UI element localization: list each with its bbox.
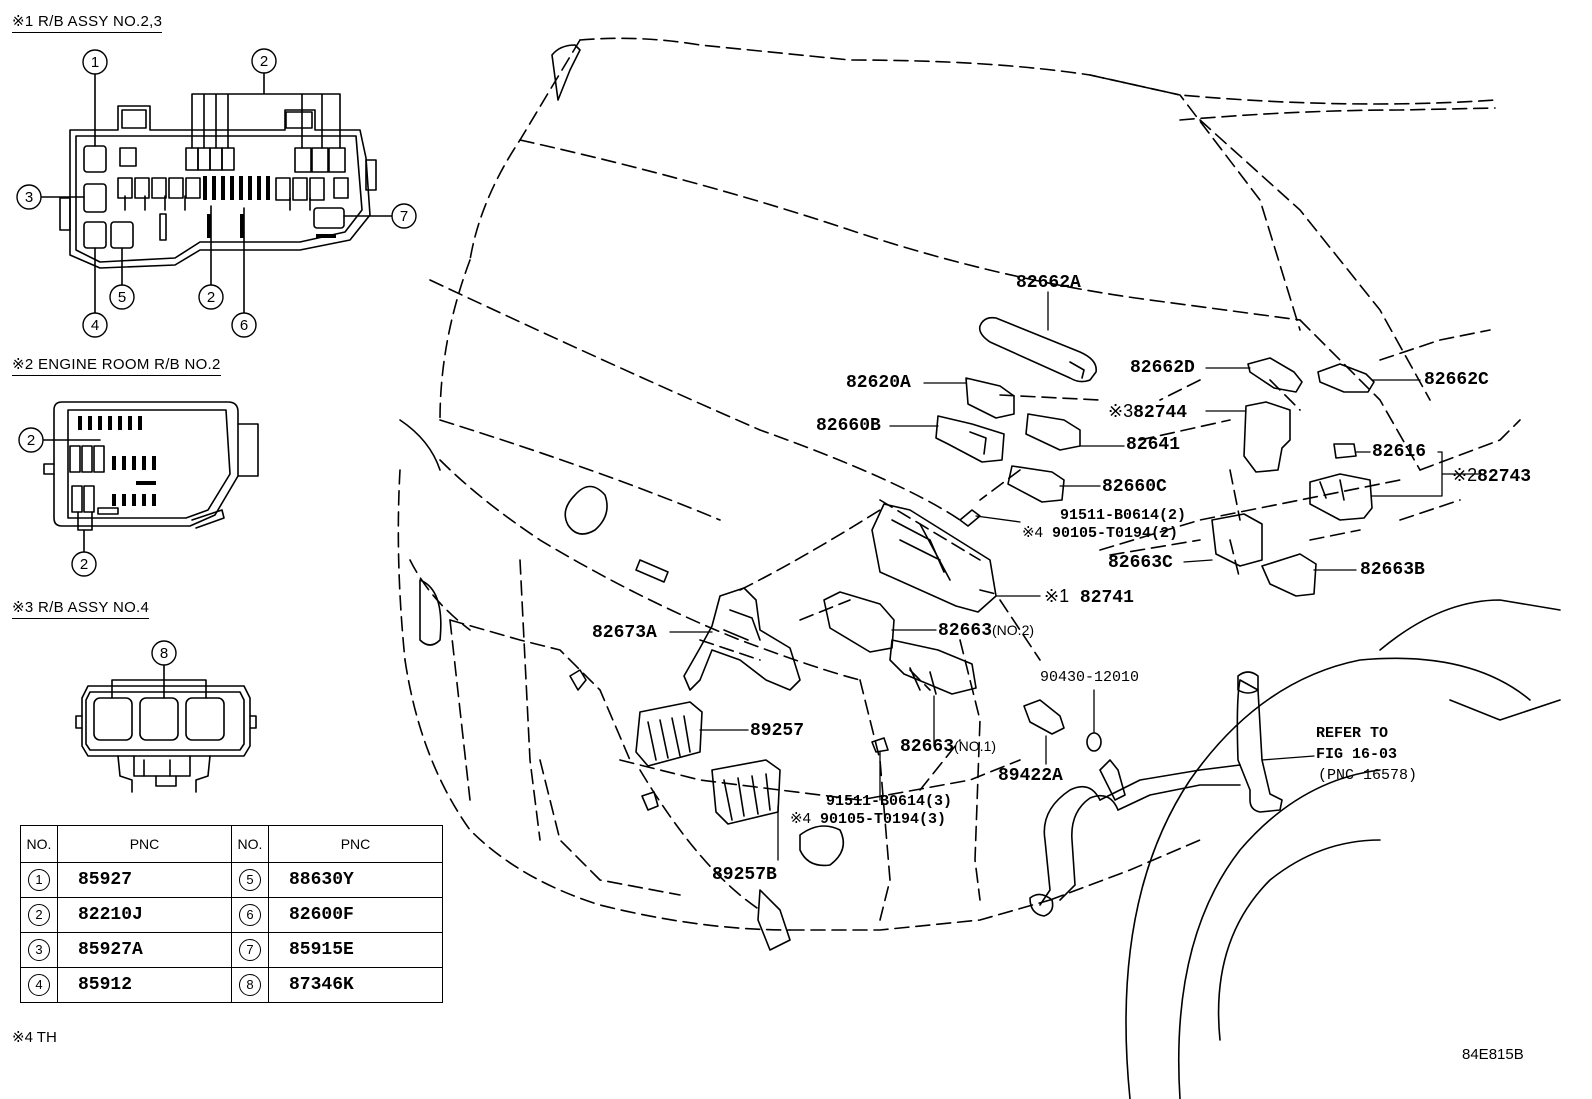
row-number: 3	[28, 939, 50, 961]
label-82743: ※282743	[1452, 465, 1532, 487]
note-mark-2: ※2	[1452, 465, 1478, 485]
row-number: 4	[28, 974, 50, 996]
callout-4: 4	[82, 312, 108, 338]
label-82641: 82641	[1126, 435, 1181, 455]
row-number: 2	[28, 904, 50, 926]
label-89257B: 89257B	[712, 865, 777, 885]
row-number: 6	[239, 904, 261, 926]
header-no: NO.	[231, 825, 269, 863]
label-90105-T0194-3: ※4 90105-T0194(3)	[790, 810, 946, 828]
section-title-rb-no4: ※3 R/B ASSY NO.4	[12, 598, 150, 619]
label-82662D: 82662D	[1130, 358, 1195, 378]
svg-text:2: 2	[207, 289, 215, 306]
callout-3: 3	[16, 184, 42, 210]
label-82616: 82616	[1372, 442, 1427, 462]
svg-text:6: 6	[240, 317, 248, 334]
vehicle-details	[399, 44, 1561, 1099]
label-82663B: 82663B	[1360, 560, 1425, 580]
callout-2-top: 2	[251, 48, 277, 74]
callout-1: 1	[82, 49, 108, 75]
label-90430-12010: 90430-12010	[1040, 669, 1140, 686]
pnc-value: 85927	[57, 862, 232, 898]
refer-line-1: REFER TO	[1316, 725, 1389, 742]
row-number: 1	[28, 869, 50, 891]
svg-text:5: 5	[118, 289, 126, 306]
svg-text:3: 3	[25, 189, 33, 206]
callout-5: 5	[109, 284, 135, 310]
label-82663-no2: 82663(NO.2)	[938, 621, 1035, 641]
table-row: 1 85927 5 88630Y	[20, 862, 443, 898]
svg-text:7: 7	[400, 208, 408, 225]
label-89257: 89257	[750, 721, 805, 741]
label-82744: ※382744	[1108, 401, 1188, 423]
label-82662C: 82662C	[1424, 370, 1489, 390]
note-mark-4b: ※4	[790, 810, 811, 827]
pnc-value: 85912	[57, 967, 232, 1003]
figure-code: 84E815B	[1462, 1046, 1524, 1063]
label-82660B: 82660B	[816, 416, 881, 436]
label-82663-no1: 82663(NO.1)	[900, 737, 997, 757]
note-mark-1: ※1	[1044, 586, 1070, 606]
table-row: 2 82210J 6 82600F	[20, 897, 443, 933]
table-row: 4 85912 8 87346K	[20, 967, 443, 1003]
pnc-value: 82210J	[57, 897, 232, 933]
pnc-value: 85927A	[57, 932, 232, 968]
callout-2-mid: 2	[198, 284, 224, 310]
callout-2-er-bottom: 2	[71, 551, 97, 577]
row-number: 7	[239, 939, 261, 961]
label-89422A: 89422A	[998, 766, 1063, 786]
refer-line-2: FIG 16-03	[1316, 746, 1398, 763]
svg-text:8: 8	[160, 645, 168, 662]
note-mark-3: ※3	[1108, 401, 1134, 421]
header-pnc: PNC	[57, 825, 232, 863]
label-91511-B0614-2: 91511-B0614(2)	[1060, 507, 1187, 524]
header-no: NO.	[20, 825, 58, 863]
label-91511-B0614-3: 91511-B0614(3)	[826, 793, 953, 810]
table-row: 3 85927A 7 85915E	[20, 932, 443, 968]
parts	[569, 316, 1375, 825]
leader-lines	[669, 291, 1481, 861]
section-title-engine-room-rb: ※2 ENGINE ROOM R/B NO.2	[12, 355, 221, 376]
svg-text:1: 1	[91, 54, 99, 71]
vehicle-outline	[397, 37, 1521, 931]
callout-circles: 1 2 3 7 2 5 4 6 2 2 8	[16, 48, 417, 666]
svg-text:2: 2	[80, 556, 88, 573]
label-90105-T0194-2: ※4 90105-T0194(2)	[1022, 524, 1178, 542]
pnc-value: 85915E	[268, 932, 443, 968]
footnote: ※4 TH	[12, 1029, 57, 1046]
pnc-value: 87346K	[268, 967, 443, 1003]
callout-7: 7	[391, 203, 417, 229]
svg-text:2: 2	[260, 53, 268, 70]
pnc-value: 82600F	[268, 897, 443, 933]
label-82660C: 82660C	[1102, 477, 1167, 497]
row-number: 8	[239, 974, 261, 996]
svg-text:4: 4	[91, 317, 99, 334]
callout-6: 6	[231, 312, 257, 338]
svg-text:2: 2	[27, 432, 35, 449]
label-82741: ※1 82741	[1044, 586, 1134, 608]
engine-room-rb-no2-drawing	[41, 401, 259, 554]
section-title-rb-no23: ※1 R/B ASSY NO.2,3	[12, 12, 163, 33]
note-mark-4a: ※4	[1022, 524, 1043, 541]
label-82673A: 82673A	[592, 623, 657, 643]
header-pnc: PNC	[268, 825, 443, 863]
refer-line-3: (PNC 16578)	[1318, 767, 1418, 784]
callout-2-er-top: 2	[18, 427, 44, 453]
row-number: 5	[239, 869, 261, 891]
rb-assy-no4-drawing	[75, 663, 257, 793]
label-82620A: 82620A	[846, 373, 911, 393]
label-82663C: 82663C	[1108, 553, 1173, 573]
callout-8: 8	[151, 640, 177, 666]
rb-assy-no23-drawing	[41, 71, 393, 314]
table-header-row: NO. PNC NO. PNC	[20, 825, 443, 863]
pnc-table: NO. PNC NO. PNC 1 85927 5 88630Y 2 82210…	[20, 825, 443, 1003]
label-82662A: 82662A	[1016, 273, 1081, 293]
pnc-value: 88630Y	[268, 862, 443, 898]
